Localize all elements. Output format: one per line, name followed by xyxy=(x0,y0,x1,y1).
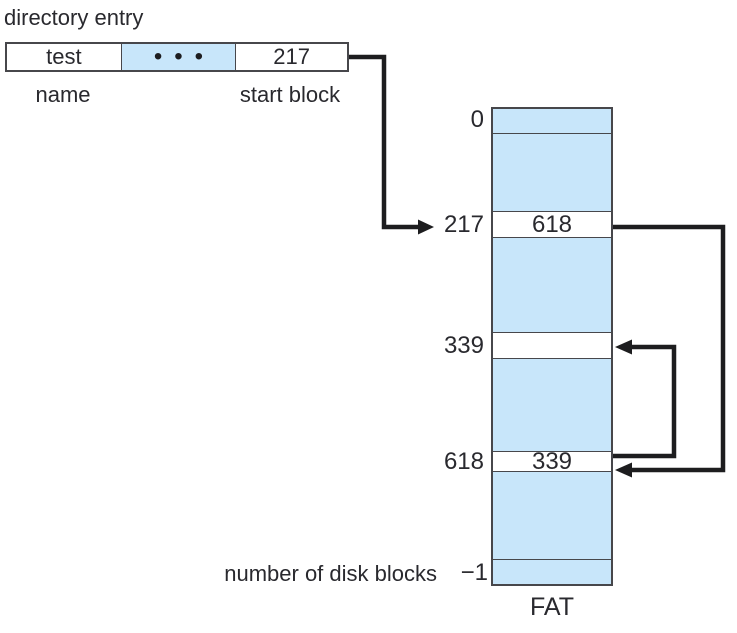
fat-row-217-value: 618 xyxy=(531,210,573,238)
fat-index-label-neg1: −1 xyxy=(460,559,488,586)
start-block-field-label: start block xyxy=(239,82,341,107)
fat-spacer xyxy=(493,134,611,212)
arrow-fat618-to-fat339-icon xyxy=(613,339,677,459)
directory-entry-name-value: test xyxy=(46,44,82,69)
directory-entry-start-block-cell: 217 xyxy=(236,44,347,70)
directory-entry-start-block-value: 217 xyxy=(273,44,311,69)
directory-entry-title: directory entry xyxy=(4,5,144,30)
fat-row-339 xyxy=(493,333,611,359)
fat-index-label-217: 217 xyxy=(443,211,484,238)
directory-entry-name-cell: test xyxy=(7,44,122,70)
name-field-label: name xyxy=(35,82,91,107)
ellipsis-dots-icon: ••• xyxy=(153,43,216,70)
fat-index-label-0: 0 xyxy=(470,106,484,133)
fat-row-618-value: 339 xyxy=(531,447,573,475)
fat-row-618: 339 xyxy=(493,448,611,475)
directory-entry-other-fields-cell: ••• xyxy=(121,43,237,70)
fat-row-neg1 xyxy=(493,560,611,584)
number-of-disk-blocks-label: number of disk blocks xyxy=(224,561,437,586)
fat-spacer xyxy=(493,359,611,452)
fat-table: 618 339 xyxy=(491,107,613,586)
arrow-fat217-to-fat618-icon xyxy=(613,224,726,478)
fat-row-217: 618 xyxy=(493,210,611,238)
fat-spacer xyxy=(493,472,611,560)
fat-index-label-618: 618 xyxy=(443,448,484,475)
arrow-dirent-to-fat217-icon xyxy=(349,54,434,235)
fat-row-0 xyxy=(493,109,611,134)
fat-index-label-339: 339 xyxy=(443,332,484,359)
directory-entry-box: test ••• 217 xyxy=(5,42,349,72)
fat-spacer xyxy=(493,238,611,333)
fat-caption: FAT xyxy=(530,593,574,621)
